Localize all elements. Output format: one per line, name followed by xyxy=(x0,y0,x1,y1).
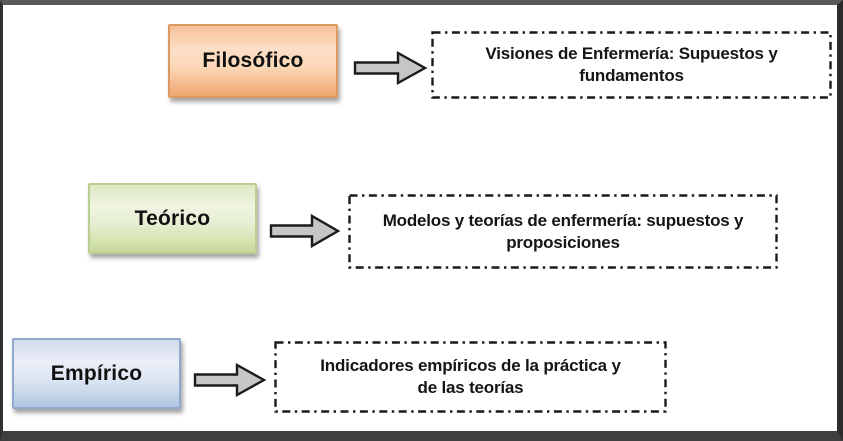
target-text-teorico: Modelos y teorías de enfermería: supuest… xyxy=(369,210,758,254)
level-box-teorico: Teórico xyxy=(88,183,257,254)
level-label-filosofico: Filosófico xyxy=(202,49,304,72)
target-text-line: de las teorías xyxy=(417,378,524,397)
dashed-border-icon xyxy=(348,194,778,269)
target-text-line: Indicadores empíricos de la práctica y xyxy=(320,356,621,375)
target-text-line: Visiones de Enfermería: Supuestos y xyxy=(485,44,778,63)
level-box-filosofico: Filosófico xyxy=(168,24,338,98)
target-text-line: Modelos y teorías de enfermería: supuest… xyxy=(382,210,744,230)
target-box-teorico: Modelos y teorías de enfermería: supuest… xyxy=(348,194,778,269)
target-box-empirico: Indicadores empíricos de la práctica y d… xyxy=(274,341,667,413)
target-text-empirico: Indicadores empíricos de la práctica y d… xyxy=(306,355,634,399)
target-text-line: fundamentos xyxy=(579,66,684,85)
arrow-right-icon xyxy=(193,362,267,398)
target-box-filosofico: Visiones de Enfermería: Supuestos y fund… xyxy=(431,31,832,99)
level-box-empirico: Empírico xyxy=(12,338,181,409)
dashed-border-icon xyxy=(274,341,667,413)
dashed-border-icon xyxy=(431,31,832,99)
target-text-line: proposiciones xyxy=(506,232,620,252)
target-text-filosofico: Visiones de Enfermería: Supuestos y fund… xyxy=(471,43,791,87)
level-label-empirico: Empírico xyxy=(50,361,143,385)
level-label-teorico: Teórico xyxy=(134,206,211,230)
arrow-right-icon xyxy=(353,50,428,86)
arrow-right-icon xyxy=(269,213,341,249)
